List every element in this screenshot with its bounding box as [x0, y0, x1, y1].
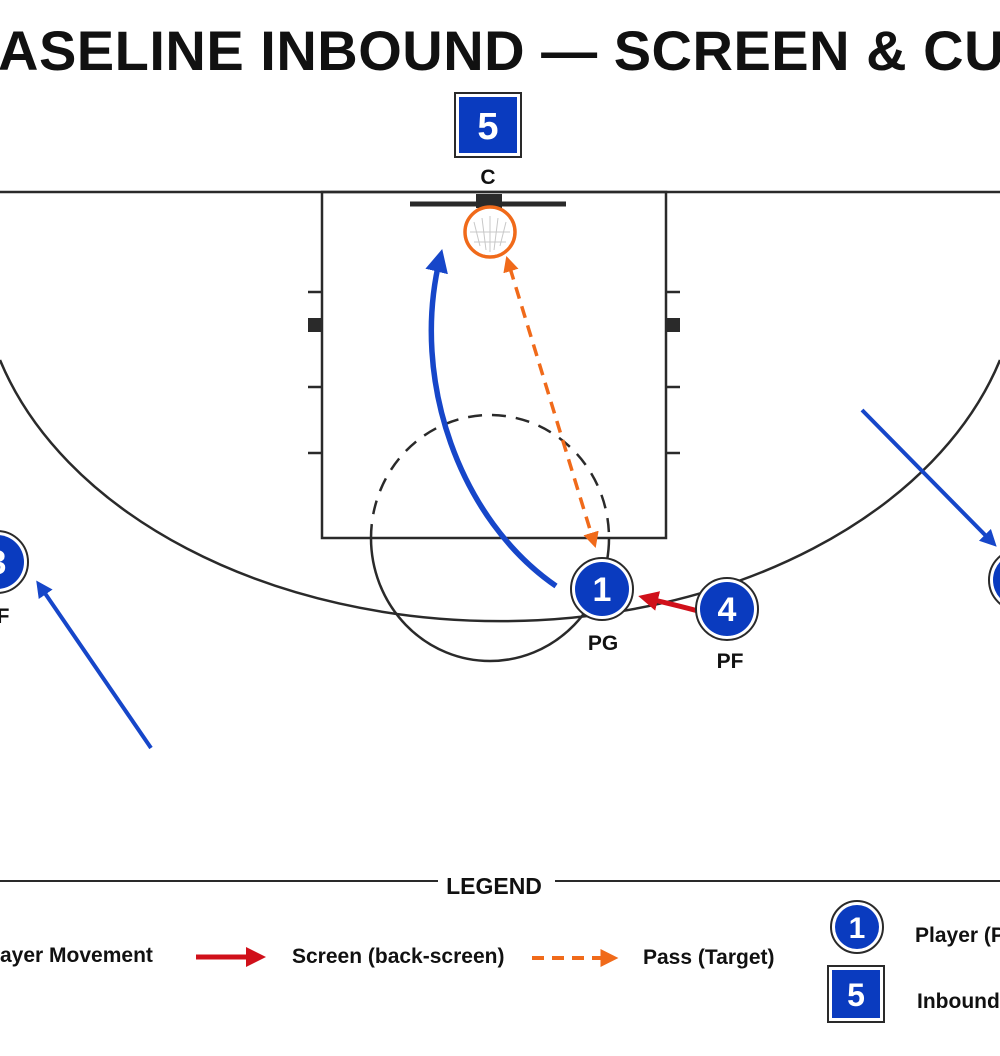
legend-item-screen: Screen (back-screen): [196, 945, 504, 968]
legend-label: Player (Po: [915, 924, 1000, 947]
legend-item-inbounds: 5 Inbounds: [827, 965, 1000, 1023]
rim: [463, 205, 517, 259]
legend-item-player: 1 Player (Po: [830, 900, 1000, 954]
pass-arrow-dashed: [503, 255, 599, 549]
legend-item-movement: ayer Movement: [0, 944, 153, 967]
paint-lane: [320, 190, 668, 540]
legend-label: Screen (back-screen): [292, 945, 504, 968]
player-number: 5: [477, 106, 498, 148]
page-title: ASELINE INBOUND — SCREEN & CUT PHAS: [0, 19, 1000, 82]
legend-label: Inbounds: [917, 990, 1000, 1013]
three-point-arc: [0, 359, 1000, 623]
player-3-forward: 3 F: [0, 530, 29, 628]
player-right-wing: [988, 555, 1000, 605]
screen-arrow-pf-to-pg: [638, 591, 699, 614]
lane-hash-marks: [308, 290, 680, 455]
player-number: 1: [593, 571, 612, 609]
player-position: PG: [588, 632, 618, 655]
legend-label: ayer Movement: [0, 944, 153, 967]
player-number: 4: [718, 591, 737, 629]
movement-arrows: [36, 249, 997, 750]
legend-symbol: 5: [847, 977, 865, 1013]
cut-arrow-right-wing: [860, 408, 997, 547]
legend-title: LEGEND: [446, 873, 542, 899]
legend: LEGEND ayer Movement Screen (back-screen…: [0, 873, 1000, 1023]
player-4-power-forward: 4 PF: [695, 577, 759, 673]
player-1-point-guard: 1 PG: [570, 557, 634, 655]
legend-symbol: 1: [849, 912, 866, 945]
player-5-inbounder: 5 C: [454, 92, 522, 189]
rim-connector: [476, 194, 502, 208]
player-position: F: [0, 605, 10, 628]
player-position: C: [480, 166, 495, 189]
player-position: PF: [717, 650, 744, 673]
court: [0, 190, 1000, 663]
cut-arrow-pg-to-rim: [425, 249, 558, 589]
player-number: 3: [0, 544, 6, 582]
cut-arrow-left-wing: [36, 580, 153, 750]
legend-label: Pass (Target): [643, 946, 775, 969]
legend-item-pass: Pass (Target): [532, 946, 775, 969]
